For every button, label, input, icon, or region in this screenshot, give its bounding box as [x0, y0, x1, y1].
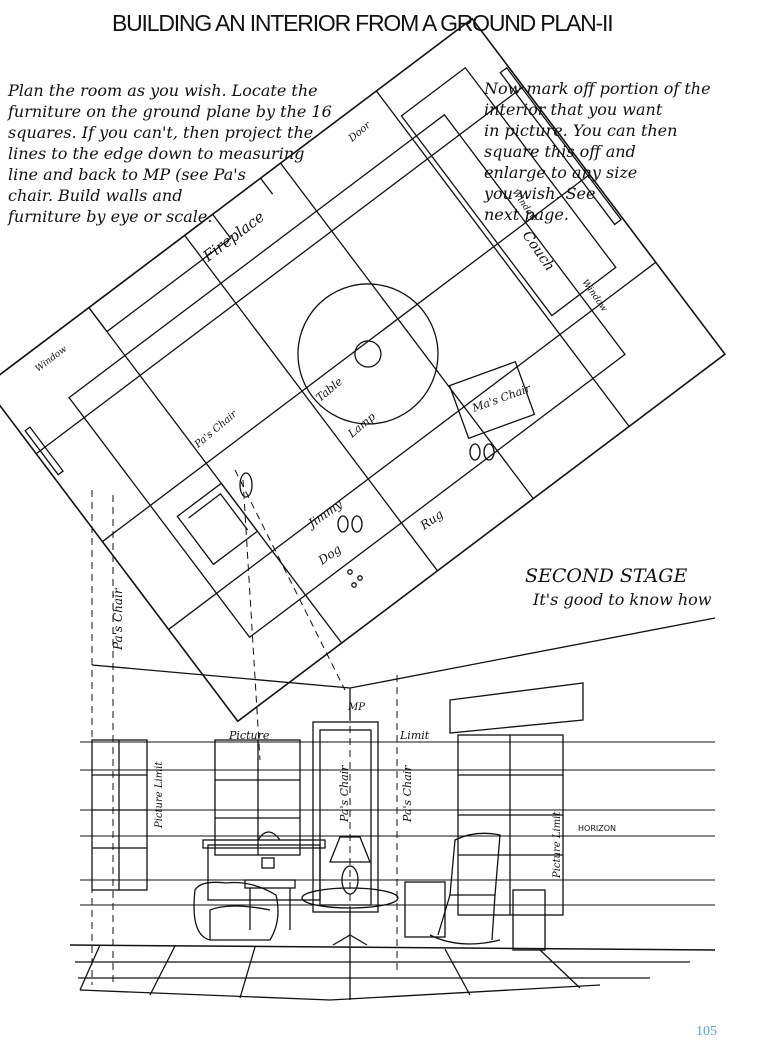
- label-picture-limit-right: Picture Limit: [552, 811, 563, 879]
- instruction-note-left: Plan the room as you wish. Locate the fur…: [8, 80, 332, 227]
- stage-title: SECOND STAGE: [525, 565, 687, 587]
- label-picture: Picture: [228, 729, 270, 742]
- lamp-circle: [354, 340, 382, 368]
- note-right-line: interior that you want: [484, 100, 663, 119]
- pas-chair-shape: [176, 482, 259, 566]
- label-pas-chair: Pa's Chair: [192, 408, 240, 451]
- page-number: 105: [696, 1024, 717, 1039]
- page-title: BUILDING AN INTERIOR FROM A GROUND PLAN-…: [112, 10, 614, 36]
- ground-plan: [0, 17, 727, 723]
- label-window-left: Window: [34, 344, 70, 374]
- note-right-line: in picture. You can then: [484, 121, 678, 140]
- valance-shape: [449, 682, 584, 734]
- fireplace-shape: [87, 213, 232, 333]
- couch-shape: [400, 66, 617, 317]
- lamp-shade-shape: [329, 836, 371, 863]
- label-picture-limit-left: Picture Limit: [154, 761, 165, 829]
- label-door: Door: [346, 119, 374, 145]
- label-pas-chair-left: Pa's Chair: [111, 587, 125, 651]
- mas-chair-shape: [448, 360, 536, 440]
- label-rug: Rug: [417, 507, 446, 533]
- label-dog: Dog: [315, 542, 344, 568]
- label-pas-chair-right: Pa's Chair: [401, 765, 414, 823]
- instruction-note-right: Now mark off portion of the interior that…: [484, 78, 711, 225]
- label-limit: Limit: [399, 729, 430, 742]
- label-pas-chair-mid: Pa's Chair: [338, 765, 351, 823]
- label-mas-chair: Ma's Chair: [470, 382, 533, 416]
- left-window-shape: [24, 426, 64, 476]
- note-left-line: Plan the room as you wish. Locate the: [8, 81, 318, 100]
- label-horizon: HORIZON: [578, 824, 616, 833]
- label-lamp: Lamp: [345, 410, 378, 441]
- rocking-chair-shape: [449, 832, 501, 896]
- armchair-shape: [193, 881, 279, 941]
- perspective-room: [69, 617, 716, 1001]
- note-left-line: squares. If you can't, then project the: [8, 123, 314, 142]
- note-left-line: lines to the edge down to measuring: [8, 144, 305, 163]
- table-circle: [297, 283, 439, 425]
- note-left-line: line and back to MP (see Pa's: [8, 165, 246, 184]
- note-left-line: chair. Build walls and: [8, 186, 183, 205]
- right-window-shape: [499, 66, 622, 226]
- note-right-line: next page.: [484, 205, 569, 224]
- note-left-line: furniture by eye or scale.: [8, 207, 213, 226]
- note-right-line: you wish. See: [484, 184, 596, 203]
- note-left-line: furniture on the ground plane by the 16: [8, 102, 332, 121]
- stage-subtitle: It's good to know how: [532, 590, 712, 609]
- label-couch: Couch: [519, 228, 558, 274]
- note-right-line: Now mark off portion of the: [484, 79, 711, 98]
- label-mp: MP: [347, 702, 365, 713]
